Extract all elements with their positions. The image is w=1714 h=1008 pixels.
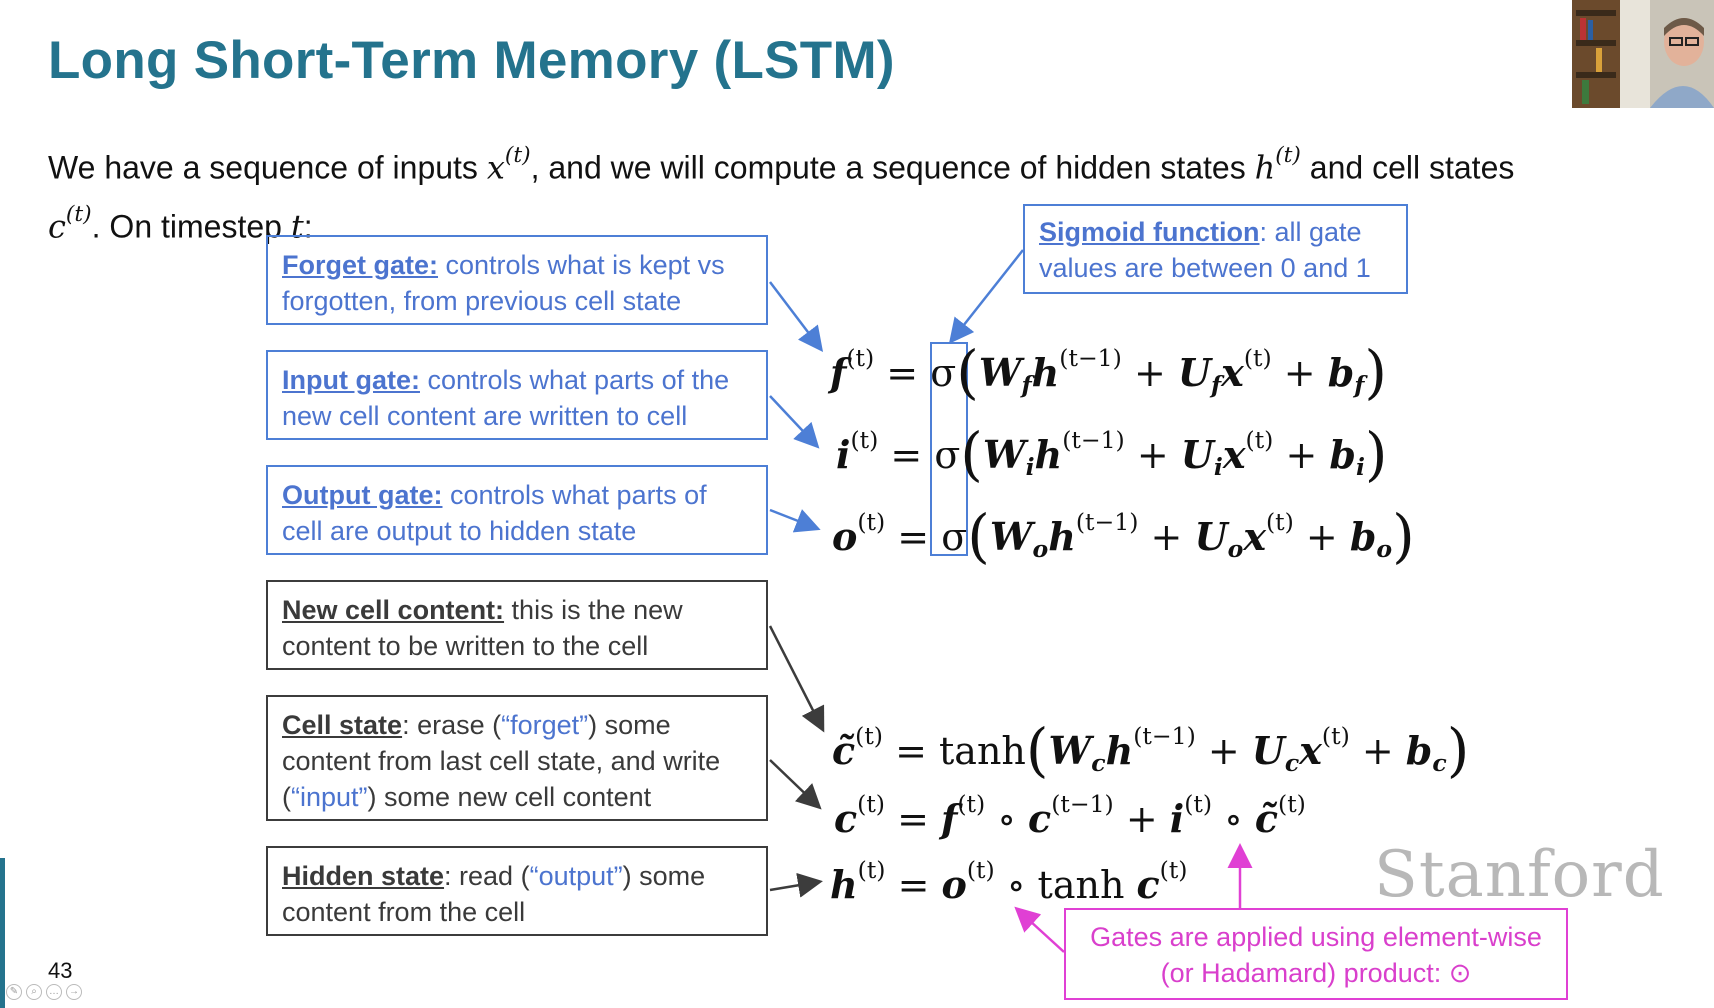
zoom-icon[interactable]: ⌕ bbox=[26, 984, 42, 1000]
arrow-output bbox=[770, 510, 816, 528]
arrow-input bbox=[770, 396, 816, 445]
arrow-forget bbox=[770, 282, 820, 348]
more-icon[interactable]: … bbox=[46, 984, 62, 1000]
pen-icon[interactable]: ✎ bbox=[6, 984, 22, 1000]
left-accent-bar bbox=[0, 858, 5, 1008]
presentation-controls: ✎ ⌕ … → bbox=[6, 984, 82, 1000]
speaker-video-image bbox=[1572, 0, 1714, 108]
arrow-cell-state bbox=[770, 760, 818, 806]
stanford-watermark: Stanford bbox=[1374, 838, 1665, 912]
arrow-new-cell bbox=[770, 626, 822, 728]
speaker-webcam bbox=[1572, 0, 1714, 108]
slide-number: 43 bbox=[48, 958, 72, 984]
arrow-hadamard-left bbox=[1018, 910, 1064, 952]
arrow-hidden-state bbox=[770, 882, 818, 890]
next-icon[interactable]: → bbox=[66, 984, 82, 1000]
arrow-sigmoid bbox=[952, 250, 1023, 340]
